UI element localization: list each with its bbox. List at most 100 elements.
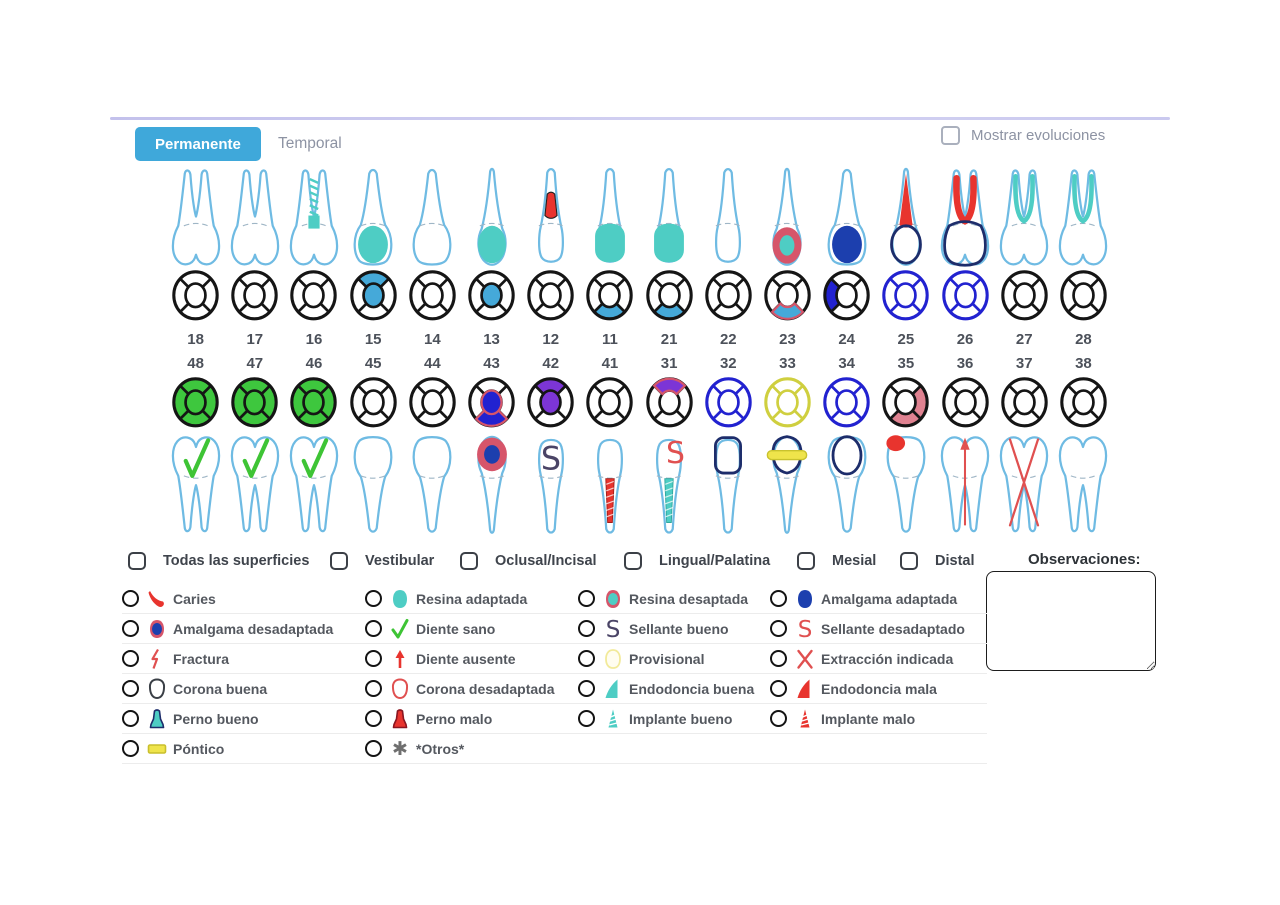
show-evolutions-checkbox[interactable] bbox=[941, 126, 960, 145]
tooth-number-43[interactable]: 43 bbox=[483, 355, 500, 372]
tooth-crown-view-16[interactable] bbox=[286, 167, 342, 267]
tooth-crown-view-17[interactable] bbox=[227, 167, 283, 267]
tooth-number-35[interactable]: 35 bbox=[897, 355, 915, 372]
tooth-number-27[interactable]: 27 bbox=[1015, 331, 1033, 348]
tooth-number-42[interactable]: 42 bbox=[542, 355, 560, 372]
tooth-crown-view-32[interactable] bbox=[700, 432, 756, 534]
tooth-number-44[interactable]: 44 bbox=[424, 355, 441, 372]
tooth-occlusal-view-44[interactable] bbox=[409, 377, 456, 428]
tooth-number-17[interactable]: 17 bbox=[246, 331, 264, 348]
tooth-number-13[interactable]: 13 bbox=[483, 331, 500, 348]
tooth-occlusal-view-36[interactable] bbox=[941, 377, 989, 428]
tooth-number-24[interactable]: 24 bbox=[838, 331, 855, 348]
tooth-number-33[interactable]: 33 bbox=[779, 355, 796, 372]
tooth-number-34[interactable]: 34 bbox=[838, 355, 855, 372]
tooth-crown-view-38[interactable] bbox=[1055, 432, 1111, 533]
tooth-number-45[interactable]: 45 bbox=[364, 355, 382, 372]
tooth-occlusal-view-31[interactable] bbox=[645, 377, 693, 428]
legend-radio-corona-buena[interactable] bbox=[122, 680, 139, 697]
tooth-crown-view-47[interactable] bbox=[227, 432, 283, 533]
legend-radio-pontico[interactable] bbox=[122, 740, 139, 757]
tooth-crown-view-28[interactable] bbox=[1055, 167, 1111, 267]
legend-radio-diente-sano[interactable] bbox=[365, 620, 382, 637]
tooth-number-23[interactable]: 23 bbox=[779, 331, 796, 348]
legend-radio-caries[interactable] bbox=[122, 590, 139, 607]
tooth-crown-view-48[interactable] bbox=[168, 432, 224, 533]
tooth-number-12[interactable]: 12 bbox=[542, 331, 560, 348]
tooth-number-46[interactable]: 46 bbox=[305, 355, 323, 372]
tooth-crown-view-13[interactable] bbox=[464, 167, 520, 267]
tooth-occlusal-view-12[interactable] bbox=[527, 270, 574, 321]
legend-radio-otros[interactable] bbox=[365, 740, 382, 757]
tooth-occlusal-view-42[interactable] bbox=[527, 377, 574, 428]
tooth-occlusal-view-17[interactable] bbox=[231, 270, 278, 321]
tooth-crown-view-22[interactable] bbox=[700, 167, 756, 267]
tooth-occlusal-view-46[interactable] bbox=[290, 377, 338, 428]
legend-radio-perno-bueno[interactable] bbox=[122, 710, 139, 727]
tooth-number-16[interactable]: 16 bbox=[305, 331, 323, 348]
tooth-occlusal-view-16[interactable] bbox=[290, 270, 338, 321]
tooth-crown-view-15[interactable] bbox=[345, 167, 401, 267]
legend-radio-provisional[interactable] bbox=[578, 650, 595, 667]
tooth-crown-view-36[interactable] bbox=[937, 432, 993, 533]
tooth-occlusal-view-37[interactable] bbox=[1000, 377, 1048, 428]
legend-radio-resina-adaptada[interactable] bbox=[365, 590, 382, 607]
tooth-occlusal-view-34[interactable] bbox=[823, 377, 870, 428]
tooth-number-18[interactable]: 18 bbox=[187, 331, 204, 348]
tooth-occlusal-view-35[interactable] bbox=[882, 377, 930, 428]
tooth-number-25[interactable]: 25 bbox=[897, 331, 915, 348]
tooth-occlusal-view-45[interactable] bbox=[349, 377, 397, 428]
tooth-occlusal-view-22[interactable] bbox=[705, 270, 752, 321]
tooth-crown-view-18[interactable] bbox=[168, 167, 224, 267]
surface-checkbox-mesial[interactable] bbox=[797, 552, 815, 570]
tooth-occlusal-view-25[interactable] bbox=[882, 270, 930, 321]
surface-checkbox-oclusal-incisal[interactable] bbox=[460, 552, 478, 570]
tooth-number-21[interactable]: 21 bbox=[660, 331, 678, 348]
tooth-crown-view-12[interactable] bbox=[523, 167, 579, 267]
tooth-occlusal-view-18[interactable] bbox=[172, 270, 219, 321]
tooth-number-41[interactable]: 41 bbox=[601, 355, 619, 372]
tooth-crown-view-45[interactable] bbox=[345, 432, 401, 533]
legend-radio-implante-malo[interactable] bbox=[770, 710, 787, 727]
tooth-occlusal-view-41[interactable] bbox=[586, 377, 634, 428]
tooth-occlusal-view-14[interactable] bbox=[409, 270, 456, 321]
tooth-crown-view-37[interactable] bbox=[996, 432, 1052, 533]
tooth-crown-view-25[interactable] bbox=[878, 167, 934, 267]
tooth-occlusal-view-11[interactable] bbox=[586, 270, 634, 321]
tooth-number-48[interactable]: 48 bbox=[187, 355, 204, 372]
surface-checkbox-lingual-palatina[interactable] bbox=[624, 552, 642, 570]
tooth-number-22[interactable]: 22 bbox=[719, 331, 737, 348]
surface-checkbox-vestibular[interactable] bbox=[330, 552, 348, 570]
tooth-occlusal-view-23[interactable] bbox=[764, 270, 811, 321]
tooth-occlusal-view-38[interactable] bbox=[1060, 377, 1107, 428]
tooth-occlusal-view-26[interactable] bbox=[941, 270, 989, 321]
tooth-number-14[interactable]: 14 bbox=[424, 331, 441, 348]
tooth-number-38[interactable]: 38 bbox=[1075, 355, 1092, 372]
legend-radio-corona-desadaptada[interactable] bbox=[365, 680, 382, 697]
tooth-crown-view-34[interactable] bbox=[819, 432, 875, 533]
tooth-crown-view-11[interactable] bbox=[582, 167, 638, 267]
legend-radio-implante-bueno[interactable] bbox=[578, 710, 595, 727]
tooth-occlusal-view-13[interactable] bbox=[468, 270, 515, 321]
tooth-crown-view-44[interactable] bbox=[404, 432, 460, 533]
tooth-number-11[interactable]: 11 bbox=[601, 331, 618, 348]
tooth-occlusal-view-32[interactable] bbox=[705, 377, 752, 428]
tooth-crown-view-21[interactable] bbox=[641, 167, 697, 267]
tooth-occlusal-view-33[interactable] bbox=[764, 377, 811, 428]
tooth-number-28[interactable]: 28 bbox=[1075, 331, 1092, 348]
surface-checkbox-todas-las-superficies[interactable] bbox=[128, 552, 146, 570]
legend-radio-amalgama-adaptada[interactable] bbox=[770, 590, 787, 607]
tooth-number-32[interactable]: 32 bbox=[719, 355, 737, 372]
surface-checkbox-distal[interactable] bbox=[900, 552, 918, 570]
tooth-occlusal-view-27[interactable] bbox=[1000, 270, 1048, 321]
tooth-crown-view-46[interactable] bbox=[286, 432, 342, 533]
legend-radio-sellante-bueno[interactable] bbox=[578, 620, 595, 637]
tooth-occlusal-view-47[interactable] bbox=[231, 377, 278, 428]
tooth-occlusal-view-15[interactable] bbox=[349, 270, 397, 321]
tooth-crown-view-43[interactable] bbox=[464, 432, 520, 534]
legend-radio-perno-malo[interactable] bbox=[365, 710, 382, 727]
legend-radio-diente-ausente[interactable] bbox=[365, 650, 382, 667]
tooth-crown-view-27[interactable] bbox=[996, 167, 1052, 267]
legend-radio-endodoncia-buena[interactable] bbox=[578, 680, 595, 697]
tooth-occlusal-view-48[interactable] bbox=[172, 377, 219, 428]
